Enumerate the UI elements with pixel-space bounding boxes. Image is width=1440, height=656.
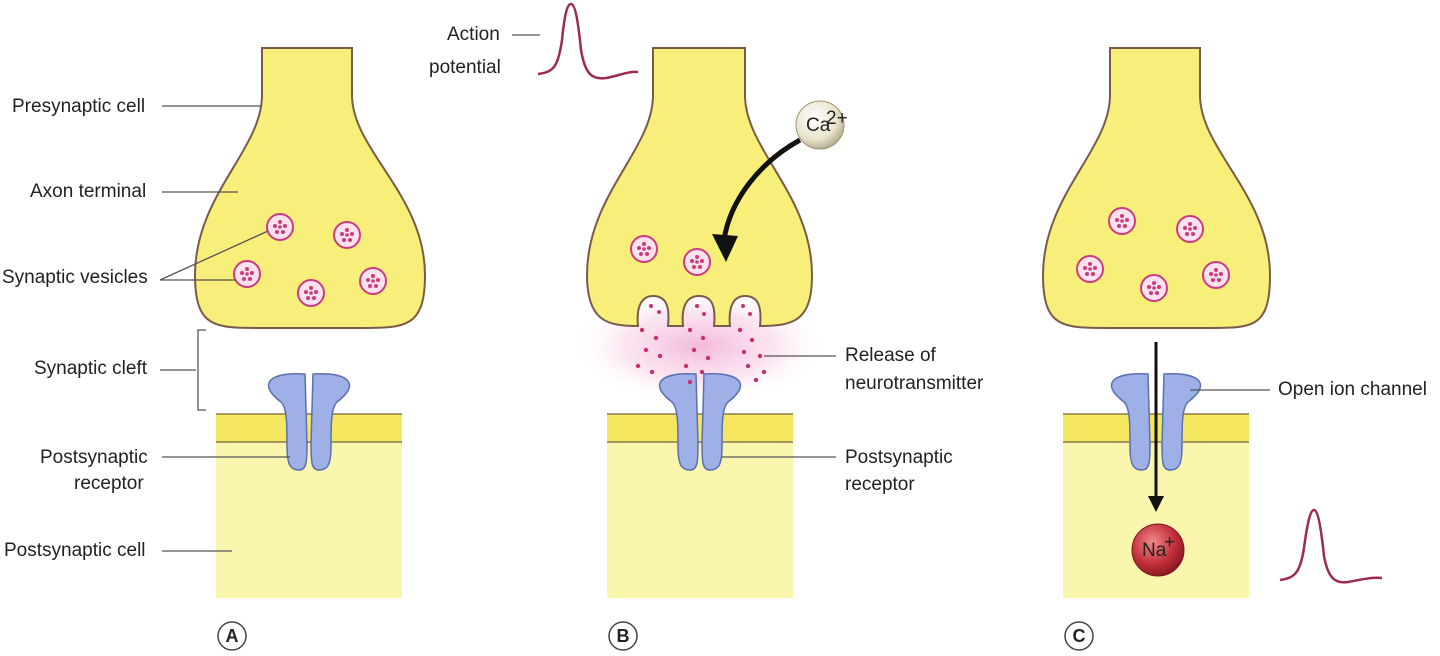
panel-b-circle	[608, 621, 638, 651]
vesicle-c5	[1202, 261, 1230, 289]
postsynaptic-membrane-a	[216, 414, 402, 442]
vesicle-a4	[297, 279, 325, 307]
panel-c-circle	[1064, 621, 1094, 651]
label-postsynaptic-receptor-a1: Postsynaptic	[40, 447, 148, 468]
panel-a: Presynaptic cell Axon terminal Synaptic …	[2, 47, 427, 651]
label-synaptic-cleft: Synaptic cleft	[34, 358, 148, 379]
calcium-arrow	[721, 137, 802, 241]
postsynaptic-cell-a	[216, 414, 402, 598]
vesicle-c1	[1108, 207, 1136, 235]
panel-a-letter: A	[226, 626, 239, 646]
label-axon-terminal: Axon terminal	[30, 181, 146, 202]
cleft-bracket	[197, 329, 206, 411]
sodium-ion-label: Na	[1142, 540, 1167, 561]
released-neurotransmitter	[635, 327, 767, 385]
action-potential-trace-b	[537, 2, 639, 80]
fusing-vesicles	[649, 304, 752, 316]
vesicle-c3	[1076, 255, 1104, 283]
postsynaptic-membrane-b	[607, 414, 793, 442]
vesicle-a5	[359, 267, 387, 295]
label-action-potential-1: Action	[447, 24, 500, 45]
panel-c-letter: C	[1073, 626, 1086, 646]
panel-b-letter: B	[617, 626, 630, 646]
calcium-ion-label: Ca	[806, 115, 831, 136]
vesicle-b2	[683, 248, 711, 276]
ion-channel-c	[1110, 373, 1202, 471]
vesicle-c2	[1176, 215, 1204, 243]
vesicle-a1	[266, 213, 294, 241]
label-synaptic-vesicles: Synaptic vesicles	[2, 267, 148, 288]
axon-terminal-c	[1041, 47, 1272, 329]
panel-a-circle	[217, 621, 247, 651]
axon-terminal-a	[193, 47, 427, 329]
vesicle-c4	[1140, 274, 1168, 302]
sodium-ion-charge: +	[1164, 532, 1175, 553]
panel-c: Na + Open ion channel C	[1041, 47, 1427, 651]
calcium-arrowhead	[712, 234, 738, 262]
label-presynaptic-cell: Presynaptic cell	[12, 96, 145, 117]
vesicle-a3	[233, 260, 261, 288]
sodium-ion	[1131, 523, 1185, 577]
label-postsynaptic-receptor-a2: receptor	[74, 473, 144, 494]
postsynaptic-cell-b	[607, 414, 793, 598]
label-action-potential-2: potential	[429, 57, 501, 78]
label-release-2: neurotransmitter	[845, 373, 984, 394]
label-release-1: Release of	[845, 345, 937, 366]
action-potential-trace-c	[1279, 508, 1383, 584]
axon-terminal-b	[585, 47, 814, 328]
label-postsynaptic-receptor-b1: Postsynaptic	[845, 447, 953, 468]
calcium-ion	[795, 100, 845, 150]
sodium-flow-arrowhead	[1148, 496, 1164, 512]
label-open-ion-channel: Open ion channel	[1278, 379, 1427, 400]
panel-b: Ca 2+ Action potential Release of neurot…	[429, 2, 984, 651]
label-postsynaptic-cell: Postsynaptic cell	[4, 540, 146, 561]
vesicle-a2	[333, 221, 361, 249]
vesicle-b1	[630, 235, 658, 263]
label-postsynaptic-receptor-b2: receptor	[845, 474, 915, 495]
calcium-ion-charge: 2+	[826, 108, 848, 129]
